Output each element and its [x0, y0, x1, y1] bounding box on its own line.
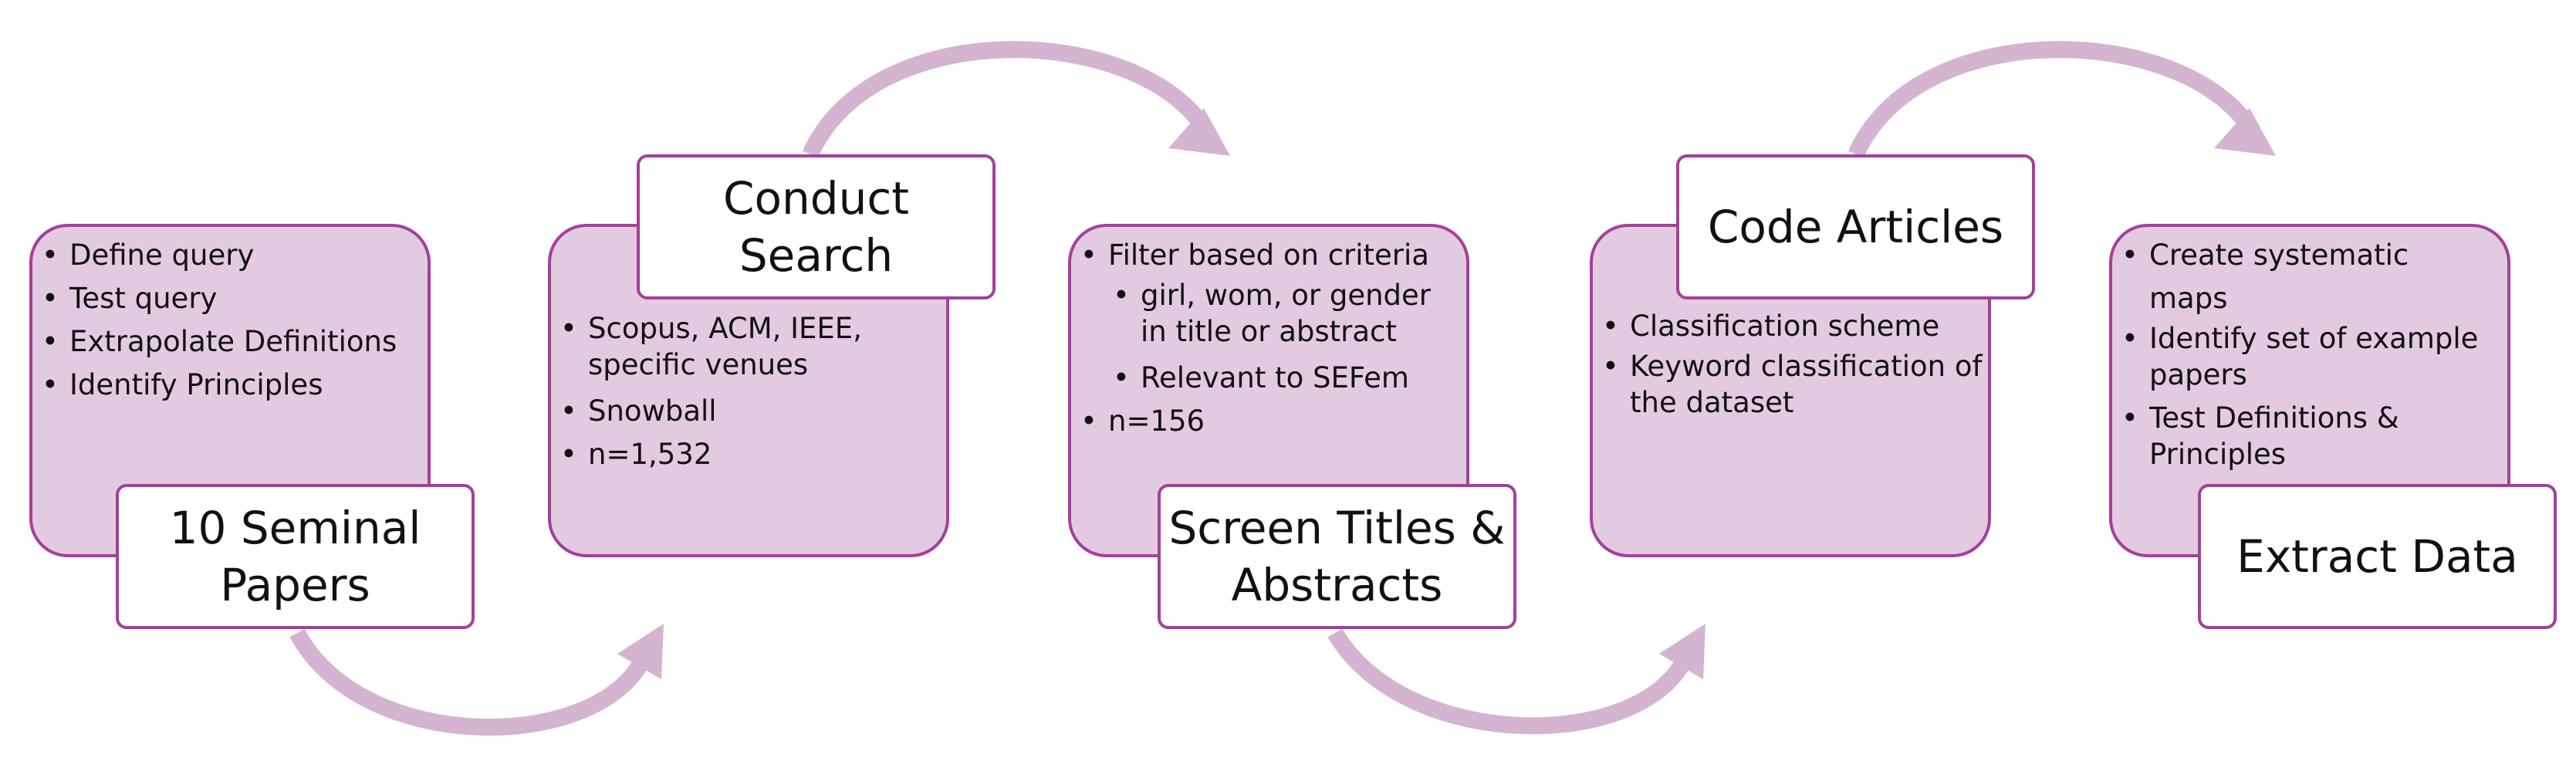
stage-1-title: 10 Seminal Papers [116, 484, 475, 629]
bullet-item: Identify Principles [37, 364, 427, 407]
bullet-item: Identify set of example papers [2117, 320, 2480, 393]
bullet-item: Test Definitions & Principles [2117, 400, 2480, 472]
arrow-2-to-3 [802, 41, 1212, 158]
stage-2-title: Conduct Search [637, 154, 996, 299]
arrow-3-to-4 [1327, 628, 1695, 735]
bullet-item: Snowball [556, 390, 895, 433]
stage-2-bullets: Scopus, ACM, IEEE, specific venues Snowb… [556, 310, 895, 476]
bullet-item: n=156 [1076, 400, 1465, 443]
bullet-item: girl, wom, or gender in title or abstrac… [1076, 277, 1465, 350]
bullet-item: Scopus, ACM, IEEE, specific venues [556, 310, 895, 383]
stage-3-title: Screen Titles & Abstracts [1158, 484, 1516, 629]
arrowhead-3 [1659, 624, 1706, 679]
arrowhead-1 [617, 624, 664, 679]
arrow-4-to-5 [1847, 41, 2257, 158]
stage-4-title: Code Articles [1676, 154, 2035, 299]
bullet-item: Keyword classification of the dataset [1597, 348, 1983, 421]
bullet-item: Classification scheme [1597, 305, 1983, 348]
stage-4-bullets: Classification scheme Keyword classifica… [1597, 305, 1983, 428]
bullet-item: Define query [37, 234, 427, 277]
arrowhead-2 [1168, 108, 1230, 156]
bullet-item: Filter based on criteria [1076, 234, 1465, 277]
bullet-item: Create systematic maps [2117, 234, 2480, 320]
bullet-item: n=1,532 [556, 433, 895, 476]
stage-1-bullets: Define query Test query Extrapolate Defi… [37, 234, 427, 407]
stage-5-title: Extract Data [2198, 484, 2557, 629]
bullet-item: Extrapolate Definitions [37, 320, 427, 364]
stage-5-bullets: Create systematic maps Identify set of e… [2117, 234, 2480, 479]
stage-3-bullets: Filter based on criteria girl, wom, or g… [1076, 234, 1465, 443]
arrow-1-to-2 [289, 628, 653, 736]
arrowhead-4 [2214, 108, 2276, 156]
bullet-item: Test query [37, 277, 427, 320]
bullet-item: Relevant to SEFem [1076, 357, 1465, 400]
